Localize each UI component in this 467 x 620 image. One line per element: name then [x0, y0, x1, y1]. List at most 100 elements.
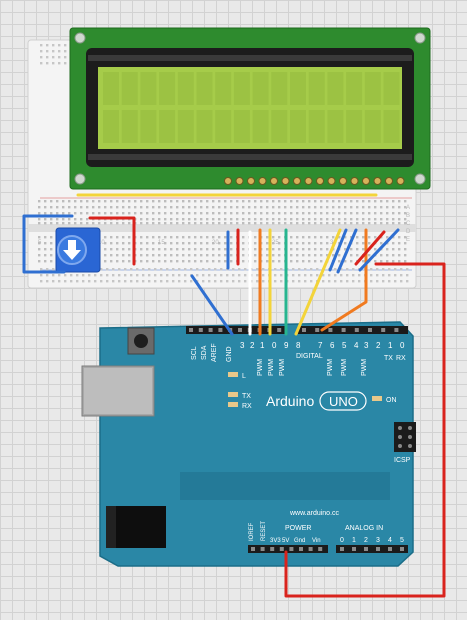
breadboard-hole	[136, 268, 139, 271]
breadboard-hole	[386, 248, 389, 251]
breadboard-hole	[290, 260, 293, 263]
digital-header-right	[298, 326, 408, 334]
breadboard-hole	[92, 212, 95, 215]
lcd-cell	[121, 110, 138, 143]
breadboard-hole	[44, 236, 47, 239]
header-hole	[381, 328, 386, 332]
breadboard-hole	[212, 242, 215, 245]
breadboard-hole	[218, 242, 221, 245]
breadboard-hole	[50, 212, 53, 215]
power-pin-label: Vin	[312, 538, 321, 544]
breadboard-hole	[200, 206, 203, 209]
breadboard-hole	[62, 206, 65, 209]
breadboard-hole	[326, 200, 329, 203]
reset-button[interactable]	[127, 327, 155, 355]
breadboard-hole	[406, 268, 409, 271]
breadboard-hole	[326, 218, 329, 221]
breadboard-hole	[296, 206, 299, 209]
breadboard-hole	[194, 218, 197, 221]
breadboard-hole	[176, 260, 179, 263]
breadboard-hole	[58, 44, 61, 47]
breadboard-hole	[238, 268, 241, 271]
breadboard-hole	[46, 280, 49, 283]
breadboard-hole	[128, 248, 131, 251]
digital-pin-number: 2	[376, 341, 381, 350]
breadboard-hole	[230, 212, 233, 215]
breadboard-hole	[130, 274, 133, 277]
breadboard-hole	[298, 274, 301, 277]
breadboard-hole	[194, 254, 197, 257]
breadboard-hole	[220, 280, 223, 283]
breadboard-hole	[110, 254, 113, 257]
row-letter: C	[406, 221, 411, 227]
breadboard-hole	[50, 222, 53, 225]
breadboard-hole	[100, 274, 103, 277]
header-hole	[364, 547, 368, 551]
breadboard-hole	[148, 268, 151, 271]
breadboard-hole	[176, 254, 179, 257]
lcd-character-cells	[103, 72, 400, 143]
breadboard-hole	[172, 280, 175, 283]
breadboard-hole	[194, 260, 197, 263]
breadboard-hole	[202, 274, 205, 277]
breadboard-hole	[80, 200, 83, 203]
power-pin-label: RESET	[261, 521, 267, 541]
breadboard-hole	[374, 200, 377, 203]
breadboard-hole	[146, 222, 149, 225]
breadboard-hole	[242, 200, 245, 203]
breadboard-hole	[142, 274, 145, 277]
breadboard-hole	[230, 260, 233, 263]
breadboard-hole	[146, 200, 149, 203]
breadboard-hole	[230, 200, 233, 203]
breadboard-hole	[140, 236, 143, 239]
breadboard-hole	[218, 248, 221, 251]
breadboard-hole	[196, 268, 199, 271]
breadboard-hole	[296, 218, 299, 221]
breadboard-hole	[170, 248, 173, 251]
lcd-pin	[316, 177, 324, 185]
potentiometer[interactable]	[55, 227, 101, 273]
breadboard-hole	[208, 280, 211, 283]
breadboard-hole	[320, 248, 323, 251]
breadboard-hole	[382, 280, 385, 283]
lcd-mounting-holes	[74, 32, 426, 185]
breadboard-hole	[344, 212, 347, 215]
breadboard-hole	[274, 280, 277, 283]
breadboard-hole	[164, 206, 167, 209]
pwm-label: PWM	[361, 359, 368, 376]
breadboard-hole	[320, 200, 323, 203]
lcd-cell	[196, 72, 213, 105]
breadboard-hole	[314, 254, 317, 257]
breadboard-hole	[254, 212, 257, 215]
column-number: 10	[98, 240, 105, 246]
breadboard-hole	[104, 254, 107, 257]
breadboard-hole	[148, 280, 151, 283]
breadboard-hole	[182, 212, 185, 215]
breadboard-hole	[256, 274, 259, 277]
breadboard-hole	[244, 268, 247, 271]
lcd-cell	[364, 110, 381, 143]
lcd-cell	[140, 110, 157, 143]
breadboard-hole	[302, 222, 305, 225]
breadboard-hole	[110, 260, 113, 263]
breadboard-hole	[374, 248, 377, 251]
breadboard-hole	[392, 218, 395, 221]
breadboard-hole	[320, 206, 323, 209]
breadboard-hole	[304, 280, 307, 283]
lcd-cell	[346, 110, 363, 143]
breadboard-hole	[188, 254, 191, 257]
breadboard-hole	[272, 200, 275, 203]
breadboard-hole	[256, 268, 259, 271]
breadboard-hole	[368, 206, 371, 209]
breadboard-hole	[182, 254, 185, 257]
power-pin-label: 3V3	[270, 538, 281, 544]
breadboard-hole	[310, 280, 313, 283]
breadboard-hole	[50, 200, 53, 203]
on-label: ON	[386, 397, 397, 404]
breadboard-hole	[40, 274, 43, 277]
breadboard-hole	[182, 248, 185, 251]
breadboard-hole	[40, 62, 43, 65]
breadboard-hole	[376, 274, 379, 277]
breadboard-hole	[38, 254, 41, 257]
breadboard-hole	[188, 236, 191, 239]
